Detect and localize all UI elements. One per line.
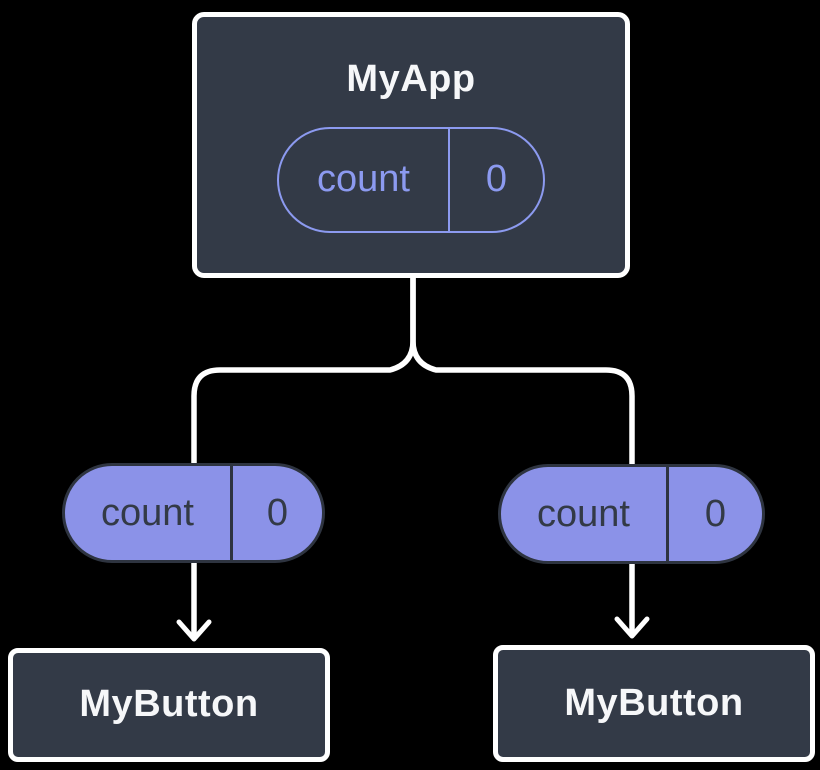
button-component-title: MyButton bbox=[564, 681, 744, 724]
arrowhead-right-icon bbox=[614, 616, 650, 639]
state-name: count bbox=[279, 128, 450, 231]
prop-name: count bbox=[65, 466, 233, 560]
app-component-title: MyApp bbox=[346, 58, 476, 100]
button-component-card-left: MyButton bbox=[8, 648, 330, 762]
prop-name: count bbox=[501, 467, 669, 561]
prop-pill-right: count 0 bbox=[498, 464, 765, 564]
app-component-card: MyApp count 0 bbox=[192, 12, 630, 278]
state-value: 0 bbox=[485, 158, 508, 201]
prop-value: 0 bbox=[704, 492, 727, 535]
prop-value: 0 bbox=[266, 491, 289, 534]
prop-pill-left: count 0 bbox=[62, 463, 325, 563]
state-pill: count 0 bbox=[277, 126, 545, 233]
arrowhead-left-icon bbox=[176, 619, 212, 642]
button-component-title: MyButton bbox=[79, 683, 259, 726]
connector-branch-left bbox=[191, 277, 416, 638]
button-component-card-right: MyButton bbox=[493, 645, 815, 762]
connector-branch-right bbox=[410, 277, 635, 635]
